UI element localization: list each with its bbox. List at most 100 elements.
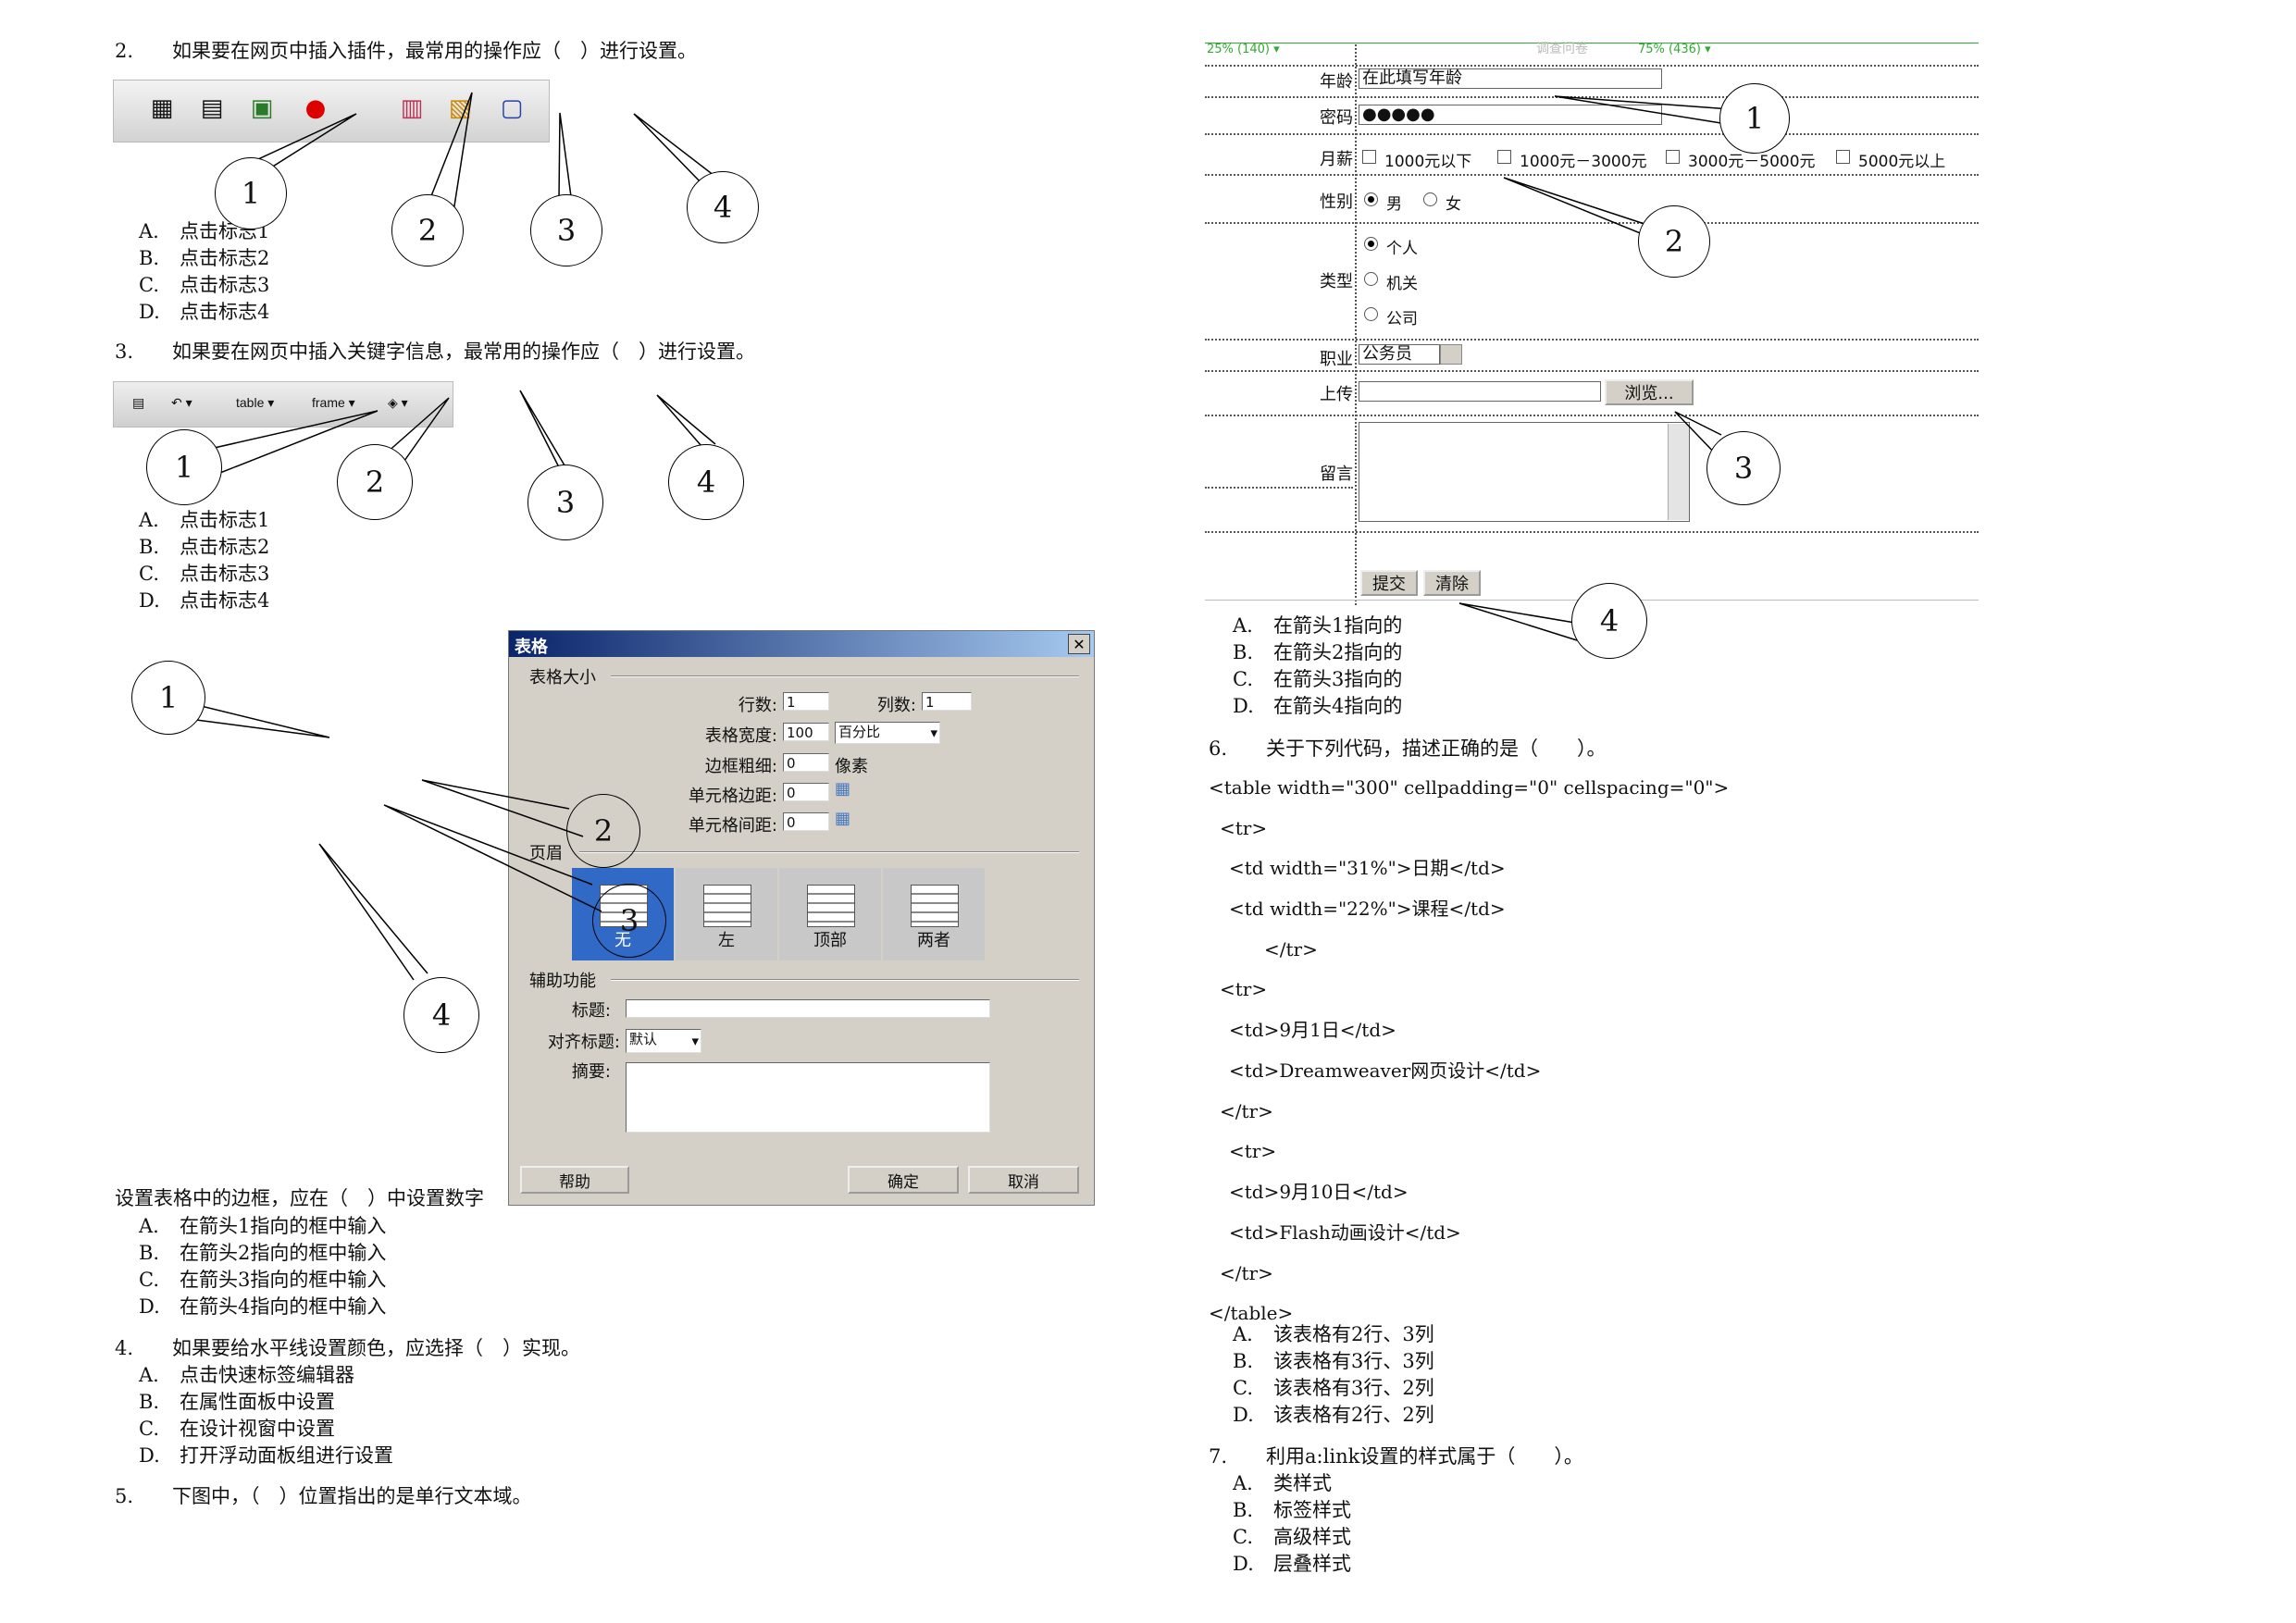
q3-marker-2: 2 — [337, 444, 413, 520]
type-label: 类型 — [1320, 272, 1353, 291]
message-textarea[interactable] — [1359, 422, 1690, 522]
browse-button[interactable]: 浏览... — [1605, 379, 1694, 405]
type-radio-company[interactable] — [1364, 307, 1378, 321]
tag-chooser-icon[interactable]: ◈ ▾ — [388, 395, 408, 410]
clear-button[interactable]: 清除 — [1423, 570, 1481, 596]
dialog-marker-1: 1 — [131, 661, 205, 735]
help-button[interactable]: 帮助 — [520, 1166, 629, 1194]
border-unit: 像素 — [835, 757, 868, 776]
ok-button[interactable]: 确定 — [848, 1166, 959, 1194]
salary-option-1: 1000元以下 — [1384, 153, 1472, 171]
border-input[interactable]: 0 — [783, 753, 829, 772]
type-option-company: 公司 — [1386, 310, 1418, 328]
align-select[interactable]: 默认▾ — [626, 1029, 701, 1053]
width-input[interactable]: 100 — [783, 723, 829, 741]
comment-icon[interactable]: ▢ — [500, 94, 524, 122]
q5-marker-3: 3 — [1706, 431, 1781, 505]
div-icon[interactable]: ▤ — [200, 94, 224, 122]
server-include-icon[interactable]: ▧ — [448, 94, 472, 122]
chevron-down-icon: ▾ — [691, 1033, 699, 1049]
image-icon[interactable]: ▣ — [250, 94, 274, 122]
padding-label: 单元格边距: — [688, 787, 777, 806]
header-option-left[interactable]: 左 — [676, 868, 777, 960]
grid-icon: ▦ — [835, 809, 851, 828]
spacing-input[interactable]: 0 — [783, 812, 829, 831]
row-rule — [1205, 174, 1979, 176]
header-option-label: 两者 — [917, 931, 950, 950]
ruler-right: 75% (436) ▾ — [1638, 43, 1711, 56]
cols-input[interactable]: 1 — [922, 692, 972, 711]
salary-checkbox-3[interactable] — [1666, 150, 1680, 164]
width-unit-value: 百分比 — [838, 724, 881, 740]
code-line: <tr> — [1220, 817, 1268, 839]
chevron-down-icon: ▾ — [930, 725, 937, 741]
gender-radio-female[interactable] — [1423, 192, 1437, 206]
qtable-option-d: D.在箭头4指向的框中输入 — [139, 1295, 387, 1318]
chevron-down-icon[interactable] — [1440, 344, 1462, 365]
q3-option-c: C.点击标志3 — [139, 563, 270, 585]
qtable-stem: 设置表格中的边框，应在（ ）中设置数字 — [115, 1187, 484, 1209]
cancel-button[interactable]: 取消 — [968, 1166, 1079, 1194]
summary-textarea[interactable] — [626, 1062, 990, 1133]
padding-input[interactable]: 0 — [783, 783, 829, 801]
summary-label: 摘要: — [571, 1062, 611, 1082]
age-input[interactable]: 在此填写年龄 — [1359, 68, 1662, 89]
salary-label: 月薪 — [1320, 150, 1353, 169]
keyboard-icon[interactable]: ▤ — [132, 395, 145, 410]
salary-checkbox-2[interactable] — [1497, 150, 1511, 164]
group-access-label: 辅助功能 — [529, 972, 596, 991]
header-option-both[interactable]: 两者 — [883, 868, 985, 960]
q3-stem: 3. 如果要在网页中插入关键字信息，最常用的操作应（ ）进行设置。 — [115, 341, 756, 363]
row-rule — [1205, 65, 1979, 67]
ruler-mid: 调查问卷 — [1536, 42, 1588, 56]
q6-option-b: B.该表格有3行、3列 — [1233, 1350, 1434, 1372]
password-input[interactable]: ●●●●● — [1359, 105, 1662, 125]
row-rule — [1205, 415, 1979, 416]
salary-checkbox-1[interactable] — [1362, 150, 1376, 164]
type-radio-personal[interactable] — [1364, 237, 1378, 251]
frame-dropdown[interactable]: frame ▾ — [312, 395, 355, 410]
width-label: 表格宽度: — [704, 726, 777, 746]
salary-option-2: 1000元－3000元 — [1520, 153, 1647, 171]
q4-option-d: D.打开浮动面板组进行设置 — [139, 1444, 393, 1467]
gender-label: 性别 — [1320, 192, 1353, 212]
age-label: 年龄 — [1320, 72, 1353, 92]
align-label: 对齐标题: — [547, 1033, 620, 1052]
q4-option-c: C.在设计视窗中设置 — [139, 1418, 335, 1440]
flash-icon[interactable]: ● — [304, 94, 327, 122]
header-option-top[interactable]: 顶部 — [779, 868, 881, 960]
caption-input[interactable] — [626, 999, 990, 1018]
q2-option-d: D.点击标志4 — [139, 301, 270, 323]
password-label: 密码 — [1320, 108, 1353, 128]
type-radio-agency[interactable] — [1364, 272, 1378, 286]
border-label: 边框粗细: — [704, 757, 777, 776]
salary-option-4: 5000元以上 — [1858, 153, 1946, 171]
q2-option-b: B.点击标志2 — [139, 247, 270, 269]
q7-option-b: B.标签样式 — [1233, 1499, 1351, 1521]
width-unit-select[interactable]: 百分比 ▾ — [835, 722, 940, 744]
date-icon[interactable]: ▥ — [400, 94, 424, 122]
table-icon[interactable]: ▦ — [150, 94, 174, 122]
upload-input[interactable] — [1359, 381, 1601, 402]
q5-marker-2: 2 — [1638, 205, 1710, 278]
q5-stem: 5. 下图中，（ ）位置指出的是单行文本域。 — [115, 1485, 532, 1507]
row-rule — [1205, 487, 1353, 489]
q5-option-d: D.在箭头4指向的 — [1233, 695, 1403, 717]
job-select[interactable]: 公务员 — [1359, 344, 1440, 365]
close-icon[interactable]: ✕ — [1068, 634, 1090, 654]
scrollbar[interactable] — [1668, 424, 1689, 520]
undo-icon[interactable]: ↶ ▾ — [171, 395, 192, 410]
salary-checkbox-4[interactable] — [1836, 150, 1850, 164]
q7-option-a: A.类样式 — [1233, 1472, 1332, 1494]
table-dropdown[interactable]: table ▾ — [236, 395, 275, 410]
gender-radio-male[interactable] — [1364, 192, 1378, 206]
group-divider — [611, 979, 1079, 981]
table-header-left-icon — [703, 885, 751, 927]
rows-input[interactable]: 1 — [783, 692, 829, 711]
row-rule — [1205, 531, 1979, 533]
q2-marker-2: 2 — [391, 194, 464, 266]
code-line: </tr> — [1220, 1100, 1273, 1122]
submit-button[interactable]: 提交 — [1360, 570, 1418, 596]
ruler-left: 25% (140) ▾ — [1207, 43, 1280, 56]
